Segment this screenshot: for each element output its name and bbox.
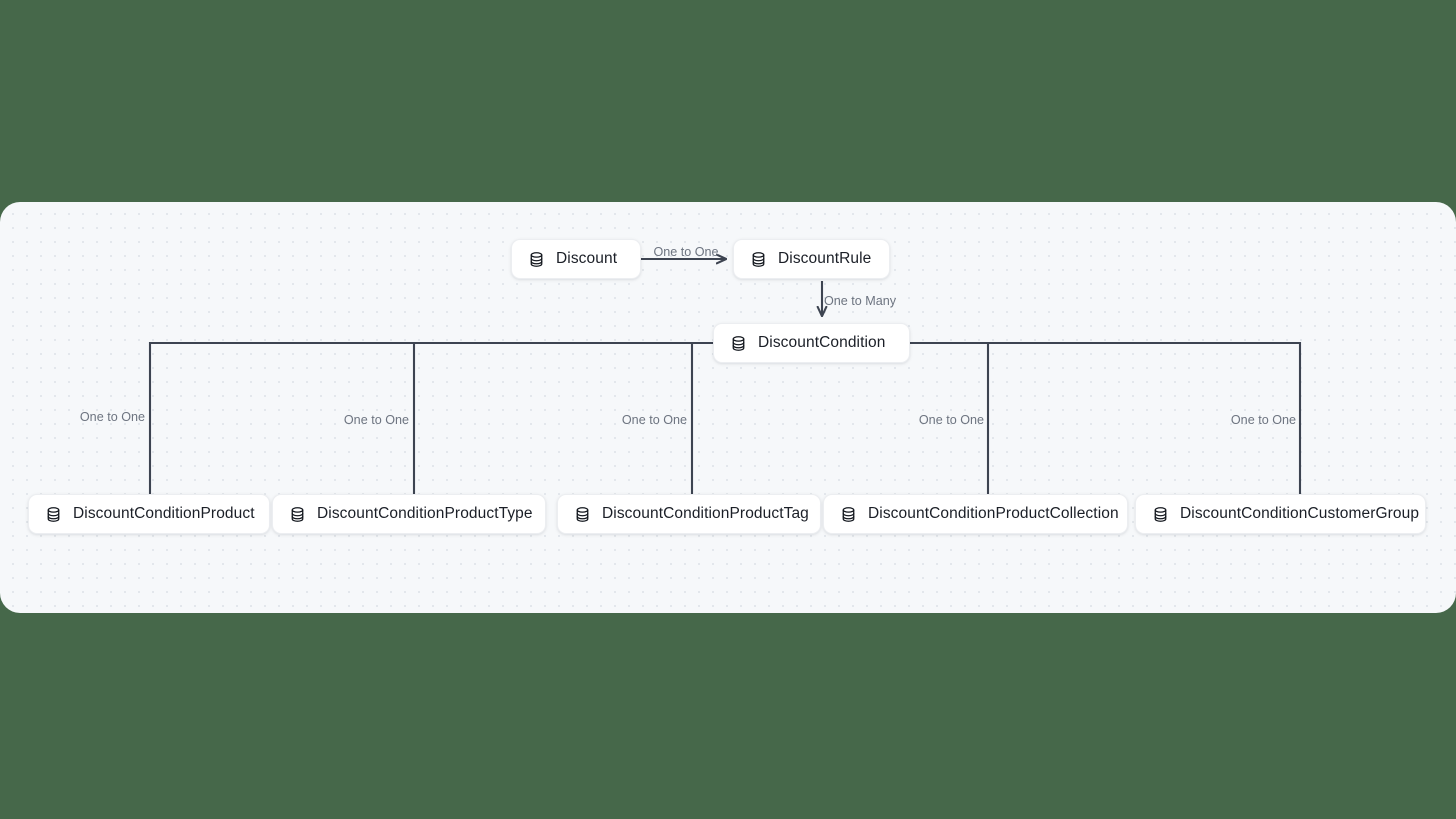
node-discount[interactable]: Discount xyxy=(511,239,641,279)
node-label: DiscountRule xyxy=(778,250,872,268)
database-icon xyxy=(45,506,73,523)
database-icon xyxy=(730,335,758,352)
node-label: DiscountConditionProduct xyxy=(73,505,255,523)
edge-label-discount-to-discount-rule: One to One xyxy=(653,245,719,259)
edge-label-condition-to-product-type: One to One xyxy=(343,413,409,427)
node-discount-condition[interactable]: DiscountCondition xyxy=(713,323,910,363)
edge-condition-left-bus xyxy=(150,341,713,506)
node-discount-rule[interactable]: DiscountRule xyxy=(733,239,890,279)
database-icon xyxy=(750,251,778,268)
node-discount-condition-product[interactable]: DiscountConditionProduct xyxy=(28,494,270,534)
node-discount-condition-product-type[interactable]: DiscountConditionProductType xyxy=(272,494,546,534)
edge-label-condition-to-customer-group: One to One xyxy=(1230,413,1296,427)
edge-label-condition-to-product: One to One xyxy=(79,410,145,424)
edge-label-condition-to-product-tag: One to One xyxy=(621,413,687,427)
database-icon xyxy=(840,506,868,523)
database-icon xyxy=(528,251,556,268)
edge-label-discount-rule-to-condition: One to Many xyxy=(824,294,897,308)
database-icon xyxy=(1152,506,1180,523)
database-icon xyxy=(289,506,317,523)
node-label: Discount xyxy=(556,250,618,268)
node-label: DiscountConditionProductTag xyxy=(602,505,809,523)
node-discount-condition-customer-group[interactable]: DiscountConditionCustomerGroup xyxy=(1135,494,1426,534)
node-label: DiscountConditionProductCollection xyxy=(868,505,1119,523)
node-label: DiscountCondition xyxy=(758,334,886,352)
node-discount-condition-product-tag[interactable]: DiscountConditionProductTag xyxy=(557,494,821,534)
node-label: DiscountConditionProductType xyxy=(317,505,533,523)
edge-label-condition-to-product-collection: One to One xyxy=(918,413,984,427)
edge-layer xyxy=(0,202,1456,613)
node-label: DiscountConditionCustomerGroup xyxy=(1180,505,1420,523)
node-discount-condition-product-collection[interactable]: DiscountConditionProductCollection xyxy=(823,494,1128,534)
database-icon xyxy=(574,506,602,523)
edge-condition-right-bus xyxy=(910,341,1300,506)
